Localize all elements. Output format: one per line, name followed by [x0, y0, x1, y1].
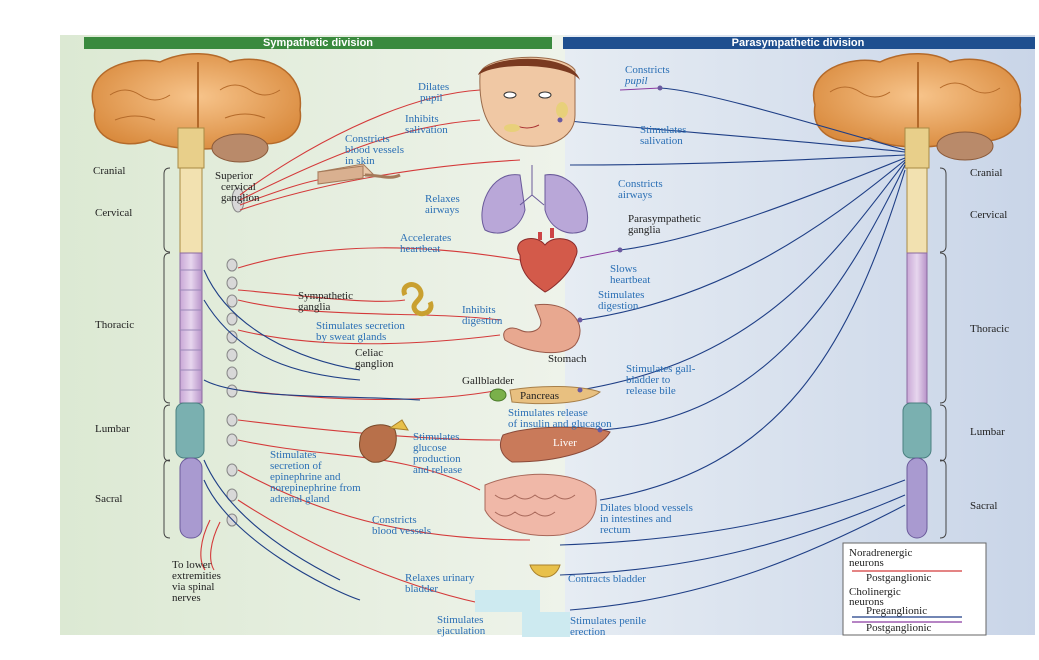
legend: Noradrenergic neurons Postganglionic Cho… [843, 543, 986, 635]
sympathetic-ganglia-label-2: ganglia [298, 301, 330, 313]
segment-right-cervical: Cervical [970, 209, 1007, 221]
accelerates-heartbeat-2: heartbeat [400, 243, 440, 255]
slows-heartbeat-2: heartbeat [610, 274, 650, 286]
segment-right-lumbar: Lumbar [970, 426, 1005, 438]
parasympathetic-header: Parasympathetic division [732, 37, 865, 49]
segment-right-sacral: Sacral [970, 500, 997, 512]
constricts-vessels-2: blood vessels [372, 525, 431, 537]
stimulates-penile-2: erection [570, 626, 606, 638]
dilates-vessels-intestines-3: rectum [600, 524, 631, 536]
gallbladder-label: Gallbladder [462, 375, 514, 387]
legend-postganglionic-1: Postganglionic [866, 572, 932, 584]
stimulates-digestion-2: digestion [598, 300, 639, 312]
segment-right-cranial: Cranial [970, 167, 1002, 179]
segment-left-cervical: Cervical [95, 207, 132, 219]
segment-right-thoracic: Thoracic [970, 323, 1009, 335]
dilates-pupil-2: pupil [420, 92, 443, 104]
segment-left-cranial: Cranial [93, 165, 125, 177]
constricts-pupil-2: pupil [624, 75, 648, 87]
inhibits-salivation-2: salivation [405, 124, 448, 136]
stimulates-insulin-2: of insulin and glucagon [508, 418, 612, 430]
segment-left-thoracic: Thoracic [95, 319, 134, 331]
stimulates-ejaculation-2: ejaculation [437, 625, 486, 637]
inhibits-digestion-2: digestion [462, 315, 503, 327]
stimulates-gallbladder-3: release bile [626, 385, 676, 397]
constricts-vessels-skin-3: in skin [345, 155, 375, 167]
liver-label: Liver [553, 437, 577, 449]
relaxes-airways-2: airways [425, 204, 459, 216]
occluding-box-top [475, 590, 540, 612]
sympathetic-header: Sympathetic division [263, 37, 373, 49]
legend-postganglionic-2: Postganglionic [866, 622, 932, 634]
contracts-bladder: Contracts bladder [568, 573, 646, 585]
right-spinal-cord [903, 168, 931, 538]
stomach-label: Stomach [548, 353, 587, 365]
pancreas-label: Pancreas [520, 390, 559, 402]
superior-cervical-ganglion-label-3: ganglion [221, 192, 260, 204]
legend-noradrenergic-2: neurons [849, 557, 884, 569]
relaxes-bladder-2: bladder [405, 583, 438, 595]
celiac-ganglion-label-2: ganglion [355, 358, 394, 370]
segment-left-sacral: Sacral [95, 493, 122, 505]
constricts-airways-2: airways [618, 189, 652, 201]
parasympathetic-ganglia-label-2: ganglia [628, 224, 660, 236]
left-spinal-cord [176, 168, 204, 538]
legend-preganglionic: Preganglionic [866, 605, 927, 617]
stimulates-salivation-2: salivation [640, 135, 683, 147]
segment-left-lumbar: Lumbar [95, 423, 130, 435]
stimulates-epinephrine-5: adrenal gland [270, 493, 330, 505]
lower-extremities-label-4: nerves [172, 592, 201, 604]
stimulates-glucose-4: and release [413, 464, 462, 476]
stimulates-sweat-2: by sweat glands [316, 331, 386, 343]
occluding-box-bottom [522, 612, 570, 637]
